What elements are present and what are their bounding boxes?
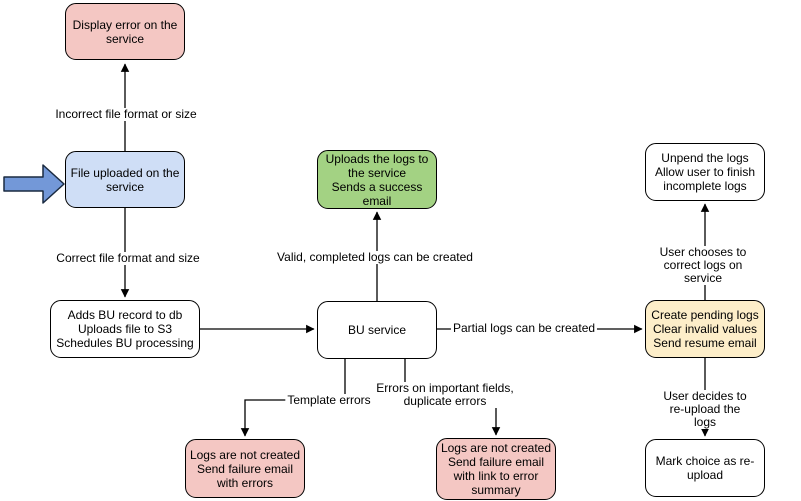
node-add-bu-record: Adds BU record to db Uploads file to S3 … xyxy=(50,300,200,358)
node-display-error: Display error on the service xyxy=(65,3,185,60)
input-arrow-icon xyxy=(3,164,65,204)
edge-label-correct-format: Correct file format and size xyxy=(54,251,202,265)
node-mark-reupload: Mark choice as re- upload xyxy=(645,439,765,497)
edge-label-valid-logs: Valid, completed logs can be created xyxy=(275,250,475,264)
node-logs-not-created-summary: Logs are not created Send failure email … xyxy=(436,438,556,500)
node-file-uploaded: File uploaded on the service xyxy=(65,151,185,208)
edge-label-user-correct: User chooses to correct logs on service xyxy=(654,246,752,285)
edge-label-user-reupload: User decides to re-upload the logs xyxy=(657,390,753,429)
edge-label-partial-logs: Partial logs can be created xyxy=(450,321,598,335)
node-create-pending-logs: Create pending logs Clear invalid values… xyxy=(645,300,765,358)
node-logs-not-created-errors: Logs are not created Send failure email … xyxy=(185,439,305,498)
edge-label-template-errors: Template errors xyxy=(285,393,373,407)
edge-label-field-errors: Errors on important fields, duplicate er… xyxy=(374,381,516,408)
node-upload-logs-success: Uploads the logs to the service Sends a … xyxy=(317,150,437,209)
node-unpend-logs: Unpend the logs Allow user to finish inc… xyxy=(645,143,765,201)
node-bu-service: BU service xyxy=(317,301,437,359)
edge-label-incorrect-format: Incorrect file format or size xyxy=(53,107,199,121)
